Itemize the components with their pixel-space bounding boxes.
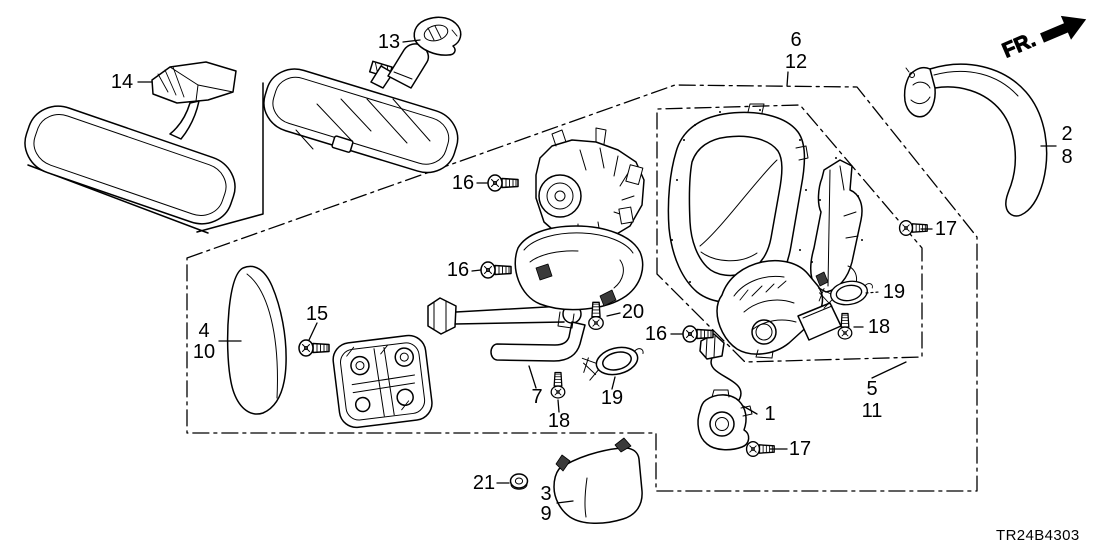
nut-21 [509, 473, 529, 490]
mirror-stalk [370, 16, 462, 89]
callout-19-b: 19 [882, 281, 906, 303]
mirror-cap-cover [903, 63, 1048, 217]
interior-mirror-daynight [263, 60, 459, 174]
callout-18-a: 18 [547, 410, 571, 432]
camera-unit [697, 333, 753, 451]
callout-5: 5 [866, 378, 878, 400]
lower-cover [553, 437, 643, 524]
callout-4: 4 [198, 320, 210, 342]
callout-21: 21 [472, 472, 496, 494]
callout-20: 20 [621, 301, 645, 323]
housing-bracket [810, 157, 863, 295]
clamp-ring-19-a [579, 340, 648, 383]
interior-mirror-plain [24, 105, 236, 225]
callout-13: 13 [377, 31, 401, 53]
callout-12: 12 [784, 51, 808, 73]
callout-16-a: 16 [451, 172, 475, 194]
callout-2: 2 [1061, 123, 1073, 145]
callout-11: 11 [861, 400, 883, 422]
actuator-plate [332, 334, 433, 429]
callout-9: 9 [540, 503, 552, 525]
callout-17-b: 17 [788, 438, 812, 460]
callout-1: 1 [764, 403, 776, 425]
mirror-base [716, 259, 824, 359]
callout-3: 3 [540, 483, 552, 505]
mirror-actuator [514, 127, 645, 329]
diagram-code: TR24B4303 [996, 527, 1080, 544]
housing-set-boundary-box [656, 104, 923, 363]
callout-14: 14 [110, 71, 134, 93]
callout-8: 8 [1061, 146, 1073, 168]
fr-label: FR. [999, 28, 1039, 62]
callout-10: 10 [192, 341, 216, 363]
callout-19-a: 19 [600, 387, 624, 409]
callout-18-b: 18 [867, 316, 891, 338]
separator-line [196, 82, 264, 233]
callout-16-c: 16 [644, 323, 668, 345]
screw-17-a [898, 219, 928, 237]
callout-17-a: 17 [934, 218, 958, 240]
screw-15 [298, 339, 330, 357]
mirror-mount-cover [151, 61, 237, 140]
leader-lines [137, 39, 1057, 504]
callout-6: 6 [790, 29, 802, 51]
door-mirror-glass [226, 265, 287, 415]
screw-16-b [480, 261, 512, 279]
harness-stay [427, 297, 586, 362]
callout-15: 15 [305, 303, 329, 325]
callout-7: 7 [531, 386, 543, 408]
screw-18-a [550, 371, 566, 399]
fr-direction-arrow: FR. [998, 15, 1087, 63]
screw-16-a [487, 174, 519, 192]
callout-16-b: 16 [446, 259, 470, 281]
assembly-boundary-box [186, 84, 978, 492]
